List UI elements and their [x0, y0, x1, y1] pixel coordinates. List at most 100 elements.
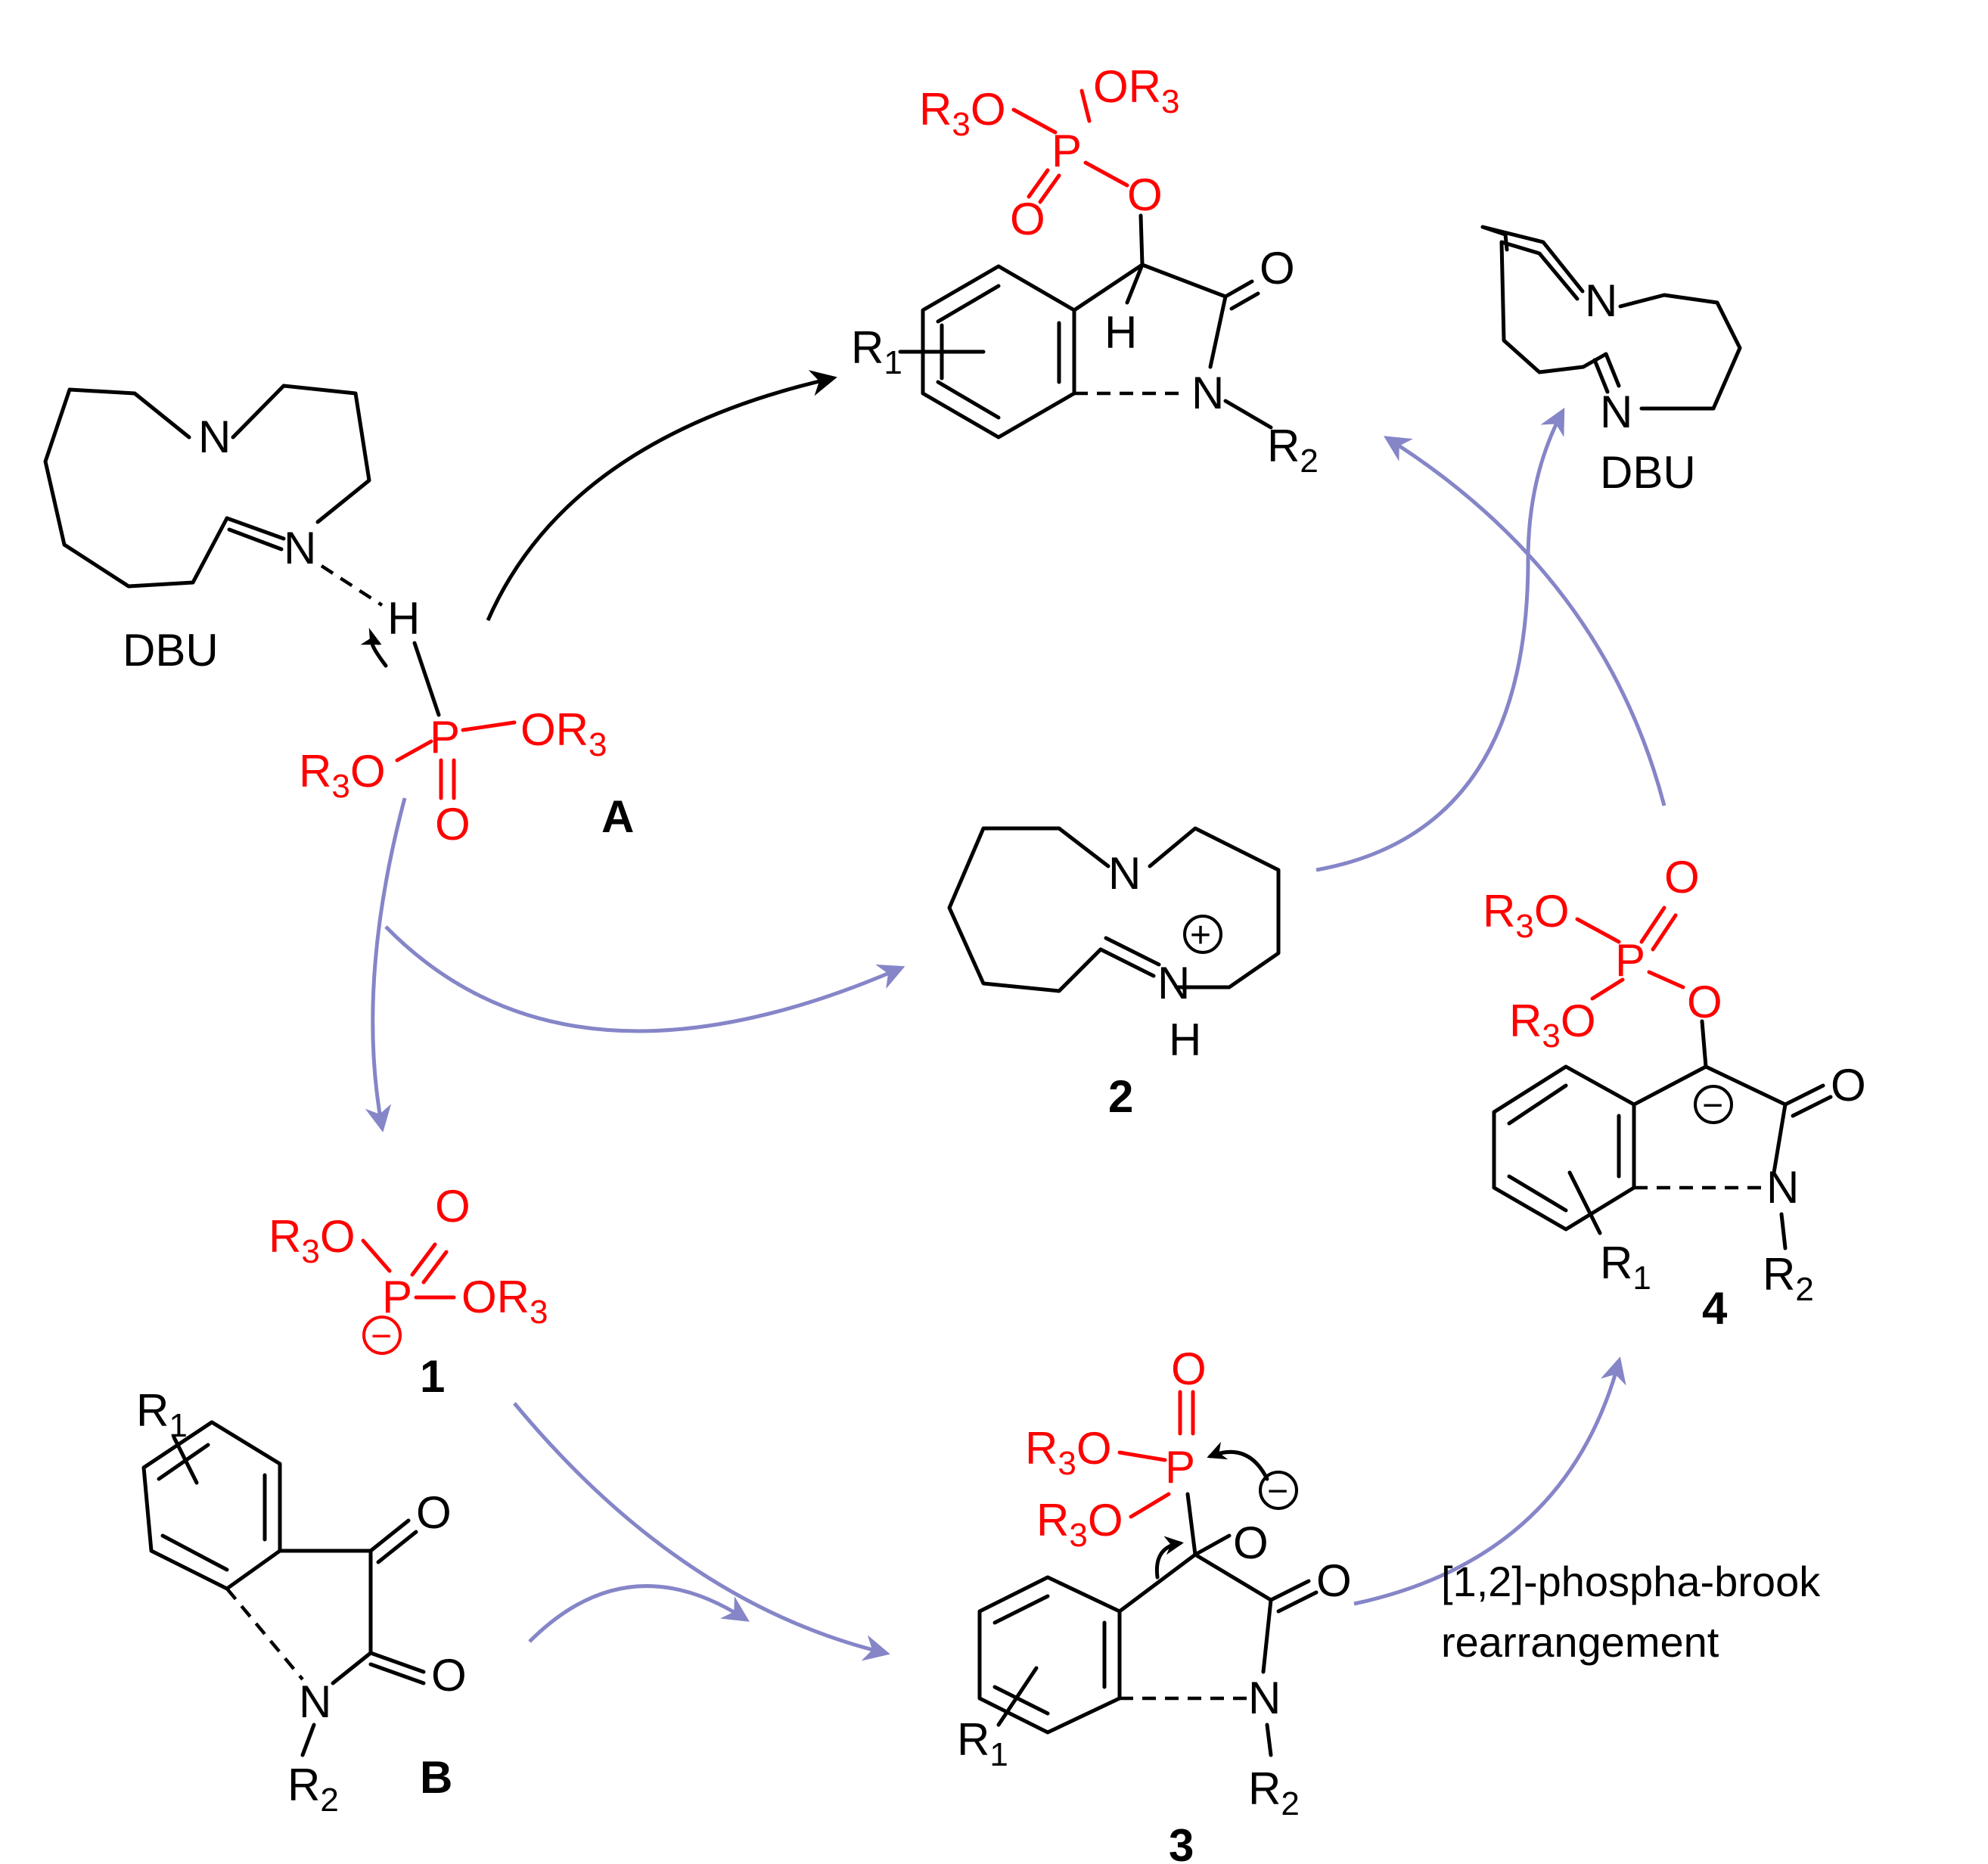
- R3O-group: R3O: [919, 84, 1006, 143]
- svg-text:OR3: OR3: [520, 704, 607, 763]
- atom-O: O: [1831, 1060, 1866, 1111]
- arrow-A-to-product: [486, 370, 837, 622]
- R3O-group: R3O: [1483, 886, 1570, 945]
- R3O-group: R3O: [1025, 1423, 1112, 1482]
- svg-text:R2: R2: [1267, 421, 1319, 480]
- atom-H: H: [1104, 307, 1137, 358]
- negative-charge: −: [1694, 1085, 1733, 1126]
- svg-text:R3O: R3O: [919, 84, 1006, 143]
- OR3-group: OR3: [1093, 61, 1180, 120]
- atom-P: P: [382, 1272, 412, 1322]
- arrow-branch-to-2: [384, 925, 905, 1033]
- atom-P: P: [1165, 1442, 1195, 1493]
- atom-O: O: [1687, 977, 1722, 1027]
- dbu-protonated-2: N N H + 2: [947, 826, 1281, 1122]
- negative-charge: −: [1259, 1471, 1298, 1511]
- atom-N: N: [1157, 958, 1190, 1008]
- svg-text:−: −: [1702, 1086, 1723, 1126]
- R3O-group: R3O: [1036, 1495, 1123, 1554]
- atom-P: P: [430, 712, 460, 763]
- R2-group: R2: [1248, 1763, 1300, 1822]
- atom-N: N: [1766, 1162, 1799, 1213]
- atom-N: N: [1191, 368, 1224, 418]
- dbu-complex-A: N N H DBU P OR3 R3O O A: [43, 384, 634, 850]
- svg-text:R1: R1: [1600, 1238, 1651, 1297]
- atom-N: N: [1585, 275, 1617, 326]
- atom-O: O: [416, 1487, 452, 1538]
- arrow-A-to-1: [365, 797, 407, 1132]
- svg-text:R3O: R3O: [269, 1211, 356, 1270]
- annotation-line2: rearrangement: [1441, 1618, 1719, 1666]
- atom-O: O: [1664, 852, 1700, 902]
- label-B: B: [420, 1752, 452, 1803]
- R3O-group: R3O: [269, 1211, 356, 1270]
- R1-group: R1: [851, 322, 902, 381]
- cycle-arrows: [365, 370, 1667, 1661]
- svg-text:OR3: OR3: [461, 1272, 548, 1331]
- dbu-label-left: DBU: [123, 625, 219, 676]
- svg-text:R2: R2: [287, 1760, 339, 1819]
- svg-text:−: −: [371, 1316, 392, 1356]
- svg-text:R2: R2: [1248, 1763, 1300, 1822]
- svg-text:R1: R1: [957, 1714, 1008, 1773]
- label-3: 3: [1169, 1820, 1194, 1864]
- R2-group: R2: [1267, 421, 1319, 480]
- annotation-line1: [1,2]-phospha-brook: [1441, 1558, 1821, 1605]
- arrow-B-join: [528, 1584, 750, 1643]
- OR3-group: OR3: [520, 704, 607, 763]
- R1-group: R1: [136, 1385, 188, 1444]
- atom-P: P: [1051, 126, 1082, 176]
- svg-text:+: +: [1190, 915, 1211, 955]
- svg-text:R3O: R3O: [299, 746, 386, 805]
- svg-text:−: −: [1267, 1471, 1288, 1511]
- atom-N: N: [1248, 1673, 1281, 1723]
- isatin-B: R1 O O N R2 B: [136, 1385, 467, 1819]
- R1-group: R1: [1600, 1238, 1651, 1297]
- label-1: 1: [420, 1351, 445, 1402]
- svg-text:R3O: R3O: [1025, 1423, 1112, 1482]
- atom-O: O: [1260, 243, 1295, 294]
- rearrangement-annotation: [1,2]-phospha-brook rearrangement: [1441, 1558, 1821, 1666]
- svg-text:R3O: R3O: [1483, 886, 1570, 945]
- curly-arrow-H: [360, 627, 388, 668]
- arrow-3-to-4: [1353, 1356, 1626, 1606]
- R2-group: R2: [287, 1760, 339, 1819]
- atom-H: H: [1169, 1014, 1201, 1065]
- atom-N: N: [1108, 848, 1141, 899]
- atom-O: O: [1127, 169, 1163, 220]
- atom-O: O: [431, 1650, 467, 1701]
- svg-text:R1: R1: [136, 1385, 188, 1444]
- svg-text:R3O: R3O: [1036, 1495, 1123, 1554]
- R2-group: R2: [1763, 1249, 1814, 1308]
- arrow-4-to-product: [1384, 436, 1667, 806]
- curly-arrow-C-P: [1154, 1536, 1184, 1580]
- atom-P: P: [1615, 935, 1645, 986]
- curly-arrow-O-to-P: [1207, 1441, 1269, 1481]
- atom-H: H: [387, 593, 420, 644]
- svg-text:OR3: OR3: [1093, 61, 1180, 120]
- OR3-group: OR3: [461, 1272, 548, 1331]
- R3O-group: R3O: [299, 746, 386, 805]
- phosphite-anion-1: R3O P O OR3 − 1: [269, 1181, 548, 1402]
- R3O-group: R3O: [1509, 996, 1596, 1055]
- svg-text:R2: R2: [1763, 1249, 1814, 1308]
- atom-N: N: [198, 412, 231, 462]
- atom-O: O: [1316, 1555, 1352, 1606]
- intermediate-3: O R3O P R3O − O O N R2: [957, 1344, 1352, 1864]
- intermediate-4: R3O P O O R3O O − N R2: [1483, 852, 1866, 1334]
- atom-O: O: [435, 1181, 471, 1232]
- atom-N: N: [299, 1676, 331, 1727]
- atom-N: N: [284, 523, 316, 573]
- R1-group: R1: [957, 1714, 1008, 1773]
- atom-O: O: [435, 799, 471, 850]
- negative-charge: −: [362, 1316, 402, 1356]
- atom-N: N: [1600, 387, 1632, 437]
- product-phosphate-oxindole: R3O OR3 P O O O H N R2 R1: [851, 61, 1319, 480]
- positive-charge: +: [1183, 915, 1222, 955]
- atom-O: O: [1010, 194, 1045, 244]
- dbu-label-right: DBU: [1600, 447, 1696, 498]
- arrow-1-to-3: [513, 1402, 890, 1661]
- label-A: A: [601, 791, 634, 842]
- svg-text:R3O: R3O: [1509, 996, 1596, 1055]
